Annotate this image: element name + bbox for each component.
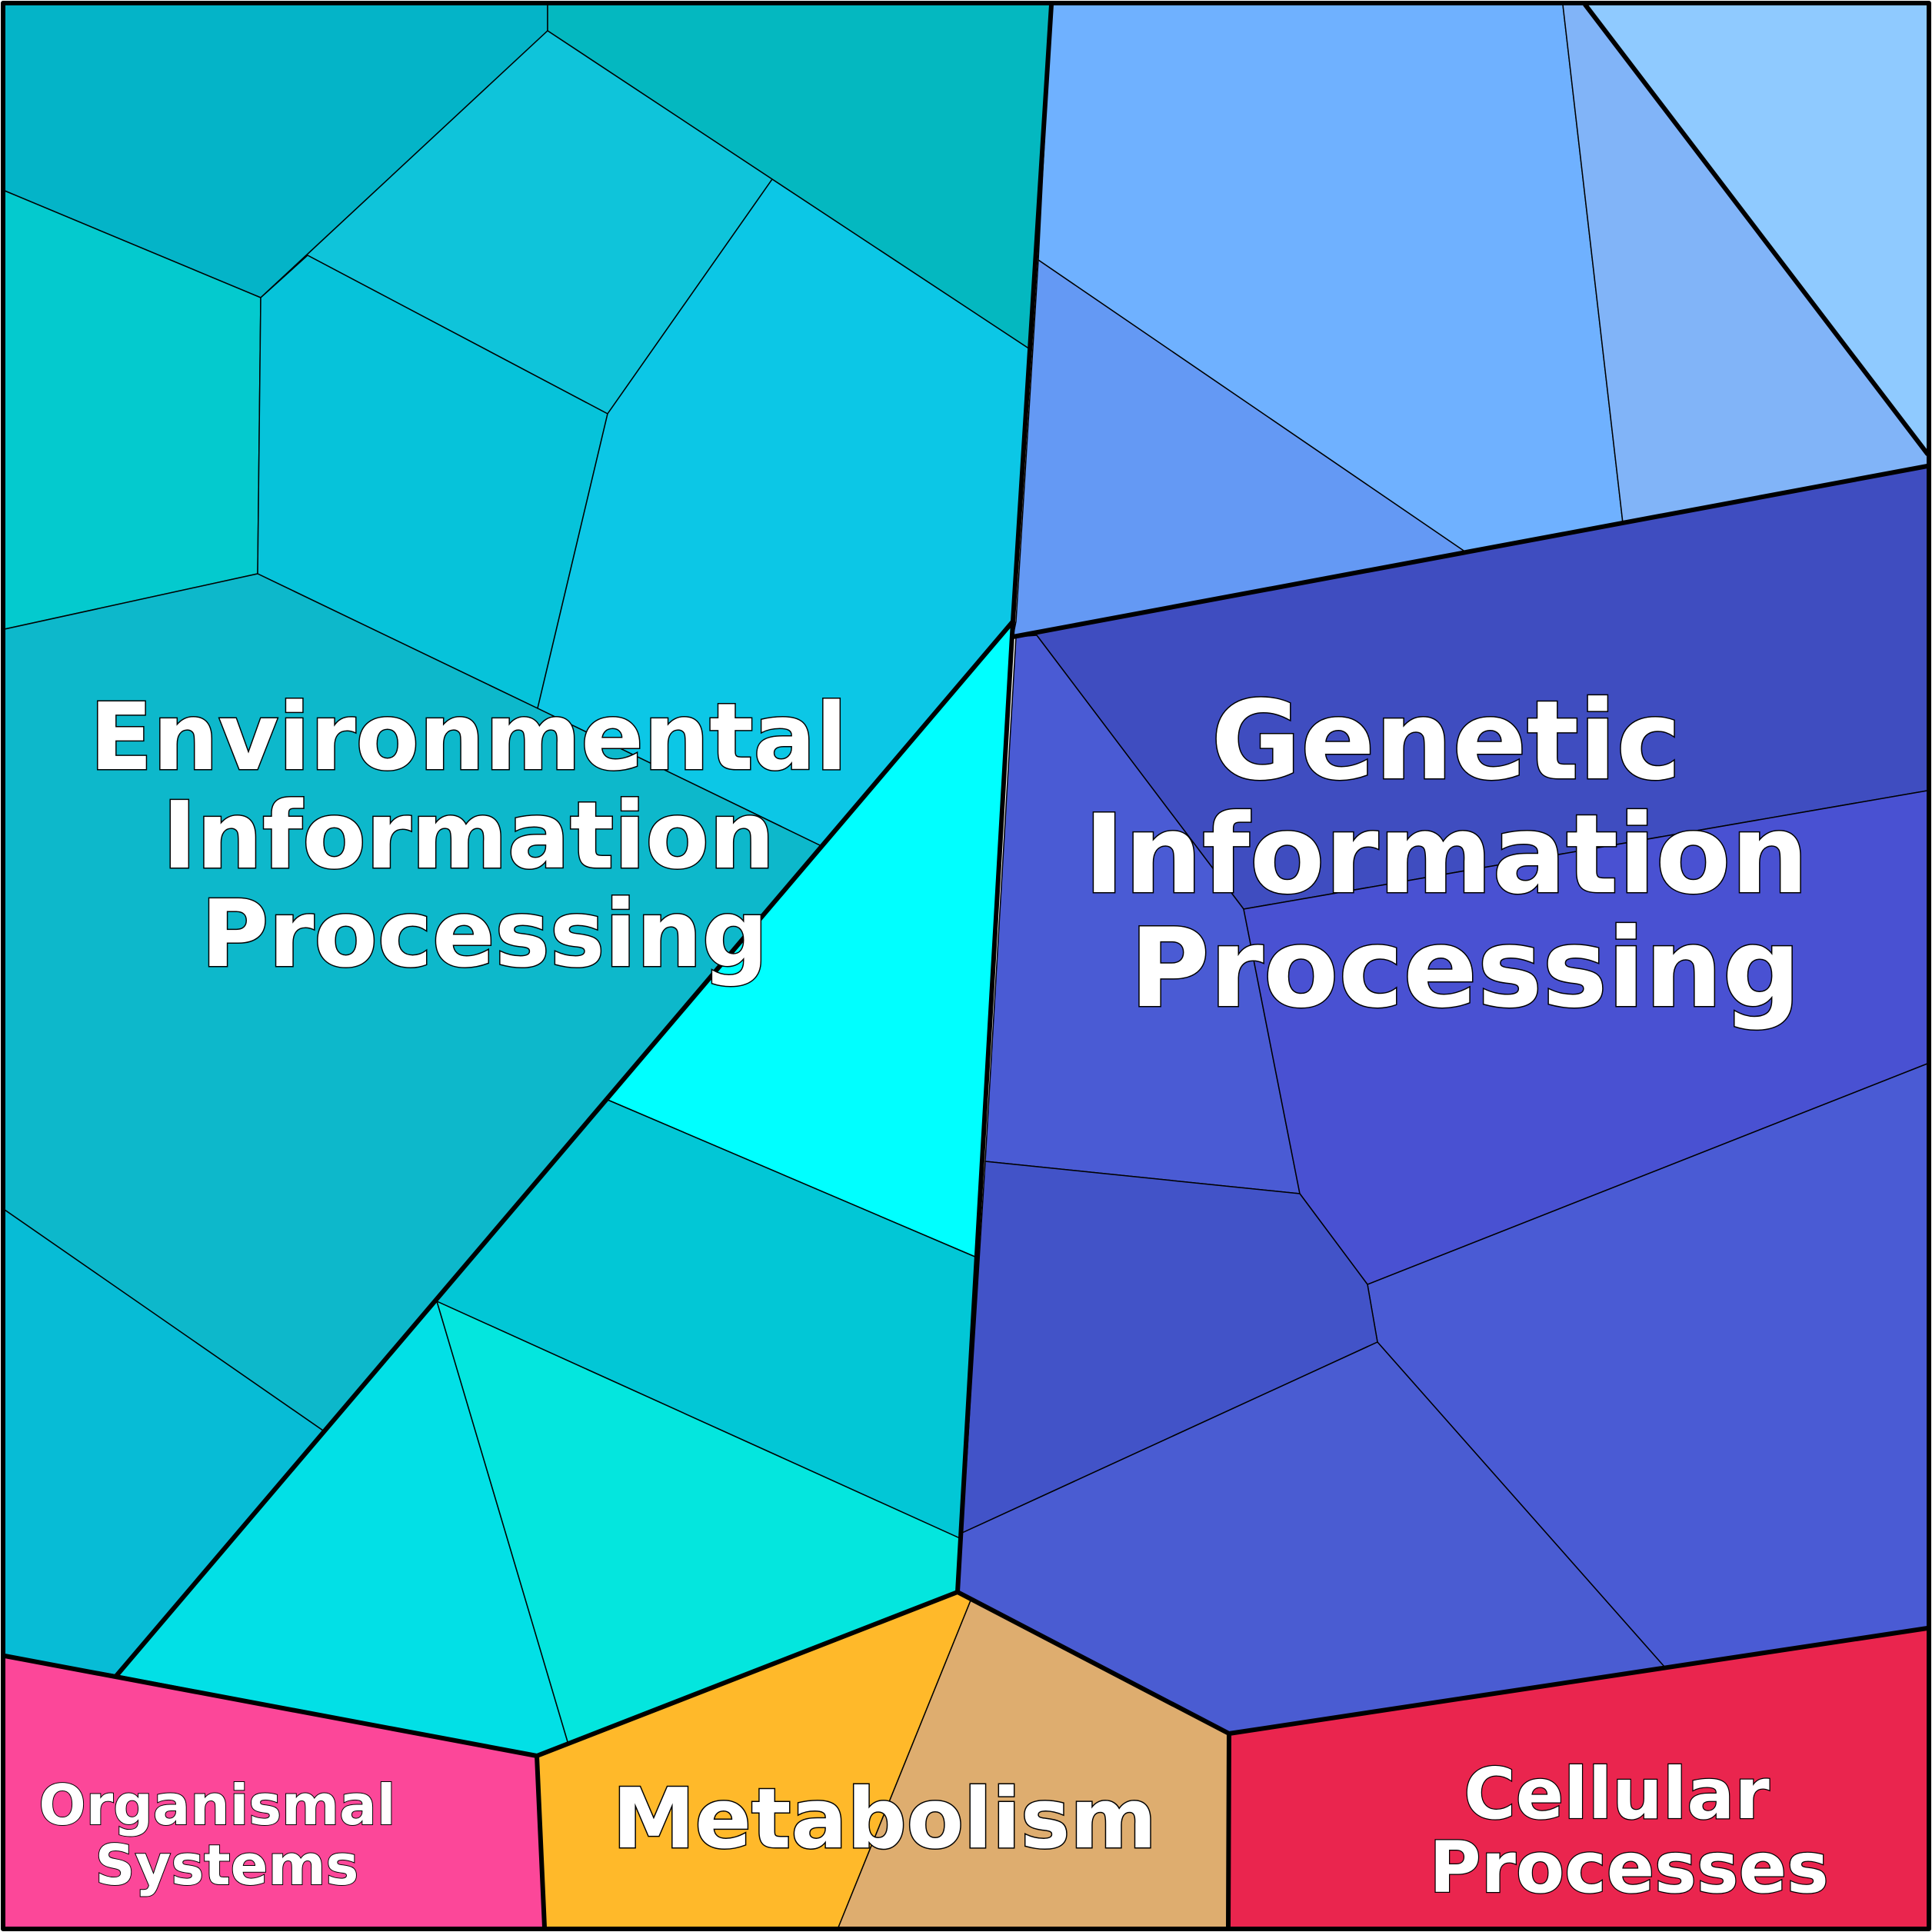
region-genetic-information-processing	[957, 4, 1928, 1734]
boundary-diagonal-upper	[1583, 2, 1930, 456]
label-line: Information	[1084, 791, 1808, 918]
boundary-diagonal	[115, 619, 1015, 1677]
label-line: Environmental	[90, 685, 848, 791]
label-line: Genetic	[1211, 678, 1681, 804]
boundary-bottom-left	[2, 1590, 1930, 1758]
label-line: Metabolism	[612, 1771, 1157, 1867]
label-metabolism: Metabolism	[612, 1771, 1157, 1867]
label-genetic-information-processing: Genetic Information Processing	[1084, 678, 1847, 1032]
region-labels: Environmental Information Processing Gen…	[38, 677, 1847, 1910]
label-line: Processes	[1429, 1827, 1829, 1909]
label-line: Information	[162, 783, 774, 890]
label-cellular-processes: Cellular Processes	[1429, 1753, 1829, 1909]
boundary-organismal-metabolism	[535, 1754, 547, 1930]
boundary-metabolism-cellular	[1226, 1731, 1231, 1930]
boundary-genetic-upper	[1011, 464, 1930, 639]
label-line: Organismal	[39, 1773, 396, 1837]
label-line: Cellular	[1464, 1753, 1770, 1835]
label-organismal-systems: Organismal Systems	[39, 1773, 415, 1897]
region-environmental-information-processing	[4, 4, 1052, 1757]
label-line: Systems	[95, 1833, 359, 1897]
label-environmental-information-processing: Environmental Information Processing	[90, 685, 880, 988]
label-line: Processing	[201, 881, 768, 988]
label-line: Processing	[1130, 905, 1801, 1032]
